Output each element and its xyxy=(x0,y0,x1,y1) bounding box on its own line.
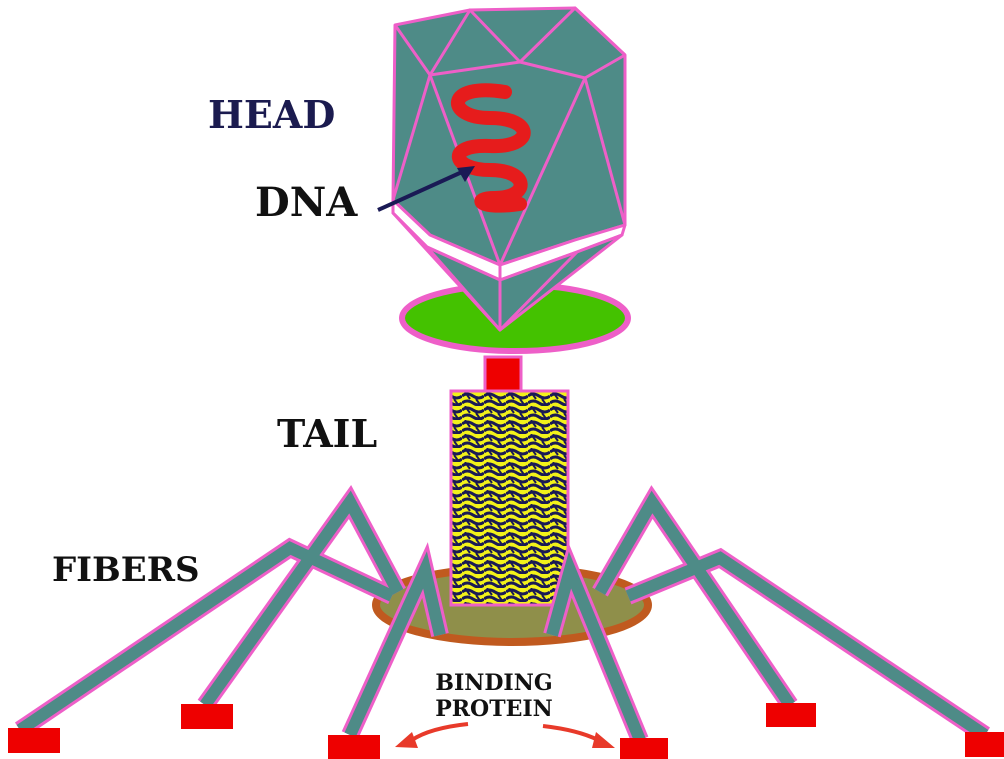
foot-6 xyxy=(965,732,1004,757)
arrow-left xyxy=(412,724,468,740)
arrow-right xyxy=(543,726,598,740)
binding-protein-arrows xyxy=(395,724,615,748)
arrow-left-head xyxy=(395,732,418,748)
arrow-right-head xyxy=(592,732,615,748)
foot-3 xyxy=(328,735,380,759)
foot-5 xyxy=(766,703,816,727)
label-binding: BINDING xyxy=(435,670,552,696)
tail-sheath xyxy=(451,391,568,605)
label-protein: PROTEIN xyxy=(435,696,553,722)
label-head: HEAD xyxy=(208,92,335,137)
foot-2 xyxy=(181,704,233,729)
label-fibers: FIBERS xyxy=(52,550,200,590)
foot-1 xyxy=(8,728,60,753)
foot-4 xyxy=(620,738,668,759)
tail-neck xyxy=(485,357,521,391)
label-dna: DNA xyxy=(255,179,358,226)
label-tail: TAIL xyxy=(277,411,377,456)
